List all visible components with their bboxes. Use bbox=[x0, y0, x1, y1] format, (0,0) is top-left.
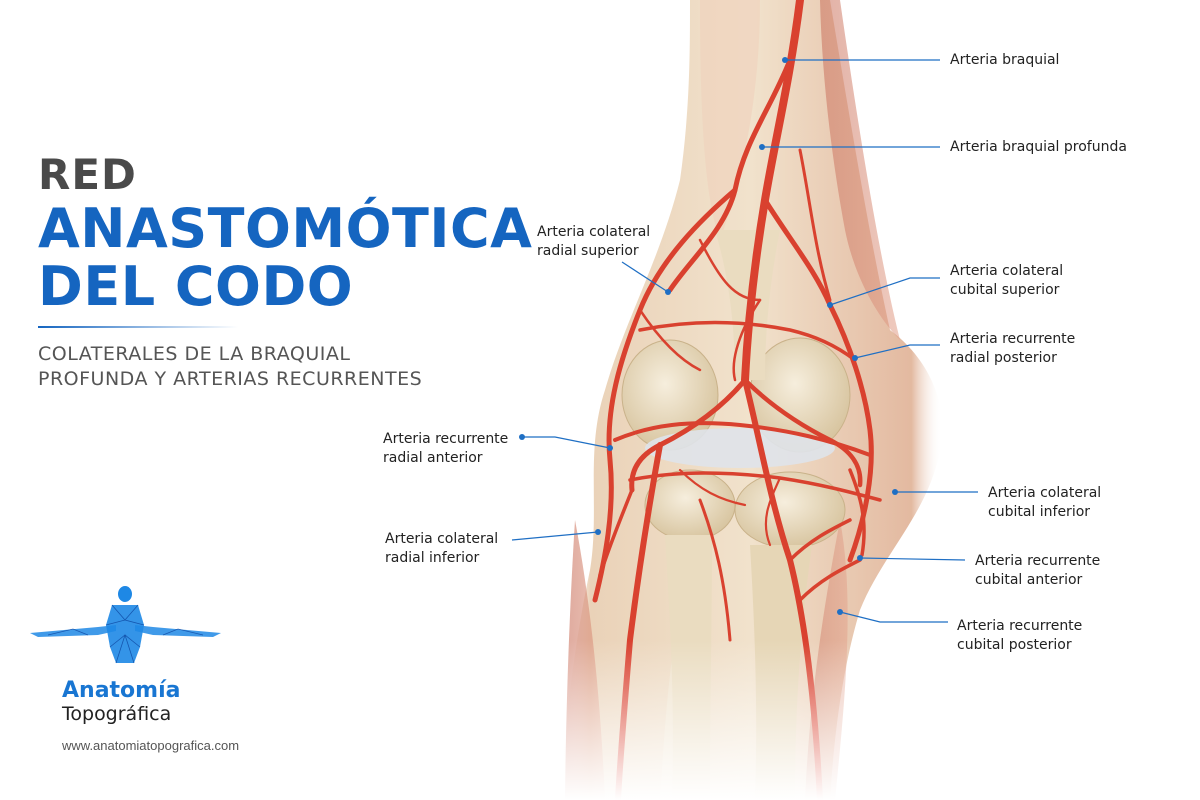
leader-dot-braquial-profunda bbox=[759, 144, 765, 150]
leader-recurrente-radial-posterior bbox=[854, 344, 940, 359]
title-line-anastomotica: ANASTOMÓTICA bbox=[38, 197, 533, 260]
leader-dot-recurrente-radial-anterior bbox=[607, 445, 613, 451]
leader-colateral-cubital-superior bbox=[829, 277, 940, 306]
leader-recurrente-cubital-posterior bbox=[839, 611, 948, 623]
brand-name-line1: Anatomía bbox=[62, 678, 181, 703]
leader-dots bbox=[519, 57, 898, 615]
label-line: cubital superior bbox=[950, 282, 1060, 298]
label-line: Arteria braquial profunda bbox=[950, 139, 1127, 155]
bottom-fade bbox=[540, 0, 960, 800]
label-line: Arteria colateral bbox=[537, 224, 651, 240]
label-arteria-braquial-profunda: Arteria braquial profunda bbox=[950, 138, 1127, 157]
label-recurrente-radial-posterior: Arteria recurrente radial posterior bbox=[950, 330, 1075, 368]
label-line: Arteria recurrente bbox=[950, 331, 1076, 347]
leader-dot-recurrente-cubital-anterior bbox=[857, 555, 863, 561]
label-line: Arteria recurrente bbox=[957, 618, 1083, 634]
leader-dot-colateral-radial-superior bbox=[665, 289, 671, 295]
leader-dot-colateral-cubital-superior bbox=[827, 302, 833, 308]
label-line: Arteria braquial bbox=[950, 52, 1060, 68]
label-colateral-radial-superior: Arteria colateral radial superior bbox=[537, 223, 650, 261]
leader-dot-recurrente-radial-anterior-start bbox=[519, 434, 525, 440]
label-recurrente-cubital-anterior: Arteria recurrente cubital anterior bbox=[975, 552, 1100, 590]
subtitle-line1: COLATERALES DE LA BRAQUIAL bbox=[38, 343, 351, 365]
label-colateral-cubital-superior: Arteria colateral cubital superior bbox=[950, 262, 1063, 300]
label-recurrente-radial-anterior: Arteria recurrente radial anterior bbox=[383, 430, 508, 468]
label-recurrente-cubital-posterior: Arteria recurrente cubital posterior bbox=[957, 617, 1082, 655]
label-line: Arteria colateral bbox=[385, 531, 499, 547]
leader-dot-braquial bbox=[782, 57, 788, 63]
label-line: radial anterior bbox=[383, 450, 483, 466]
label-line: cubital posterior bbox=[957, 637, 1072, 653]
leader-recurrente-cubital-anterior bbox=[859, 557, 966, 561]
label-line: Arteria colateral bbox=[950, 263, 1064, 279]
title-line-del-codo: DEL CODO bbox=[38, 255, 354, 318]
website-link[interactable]: www.anatomiatopografica.com bbox=[62, 738, 240, 753]
leader-dot-recurrente-radial-posterior bbox=[852, 355, 858, 361]
label-colateral-cubital-inferior: Arteria colateral cubital inferior bbox=[988, 484, 1101, 522]
label-arteria-braquial: Arteria braquial bbox=[950, 51, 1059, 70]
subtitle: COLATERALES DE LA BRAQUIAL PROFUNDA Y AR… bbox=[38, 342, 478, 392]
label-line: radial inferior bbox=[385, 550, 480, 566]
leader-lines bbox=[511, 59, 978, 623]
leader-dot-colateral-cubital-inferior bbox=[892, 489, 898, 495]
subtitle-line2: PROFUNDA Y ARTERIAS RECURRENTES bbox=[38, 368, 423, 390]
leader-dot-recurrente-cubital-posterior bbox=[837, 609, 843, 615]
label-colateral-radial-inferior: Arteria colateral radial inferior bbox=[385, 530, 498, 568]
leader-dot-colateral-radial-inferior bbox=[595, 529, 601, 535]
title-divider bbox=[38, 326, 238, 328]
label-line: cubital anterior bbox=[975, 572, 1083, 588]
label-line: Arteria colateral bbox=[988, 485, 1102, 501]
label-line: Arteria recurrente bbox=[383, 431, 509, 447]
brand-name-line2: Topográfica bbox=[62, 703, 172, 725]
label-line: Arteria recurrente bbox=[975, 553, 1101, 569]
label-line: radial superior bbox=[537, 243, 639, 259]
human-figure-logo-icon bbox=[30, 586, 221, 664]
title-block: RED ANASTOMÓTICA DEL CODO bbox=[38, 150, 538, 316]
label-line: radial posterior bbox=[950, 350, 1057, 366]
label-line: cubital inferior bbox=[988, 504, 1091, 520]
leader-colateral-radial-superior bbox=[621, 261, 669, 293]
leader-recurrente-radial-anterior bbox=[522, 436, 611, 449]
leader-colateral-radial-inferior bbox=[511, 531, 599, 541]
title-line-red: RED bbox=[38, 150, 137, 199]
